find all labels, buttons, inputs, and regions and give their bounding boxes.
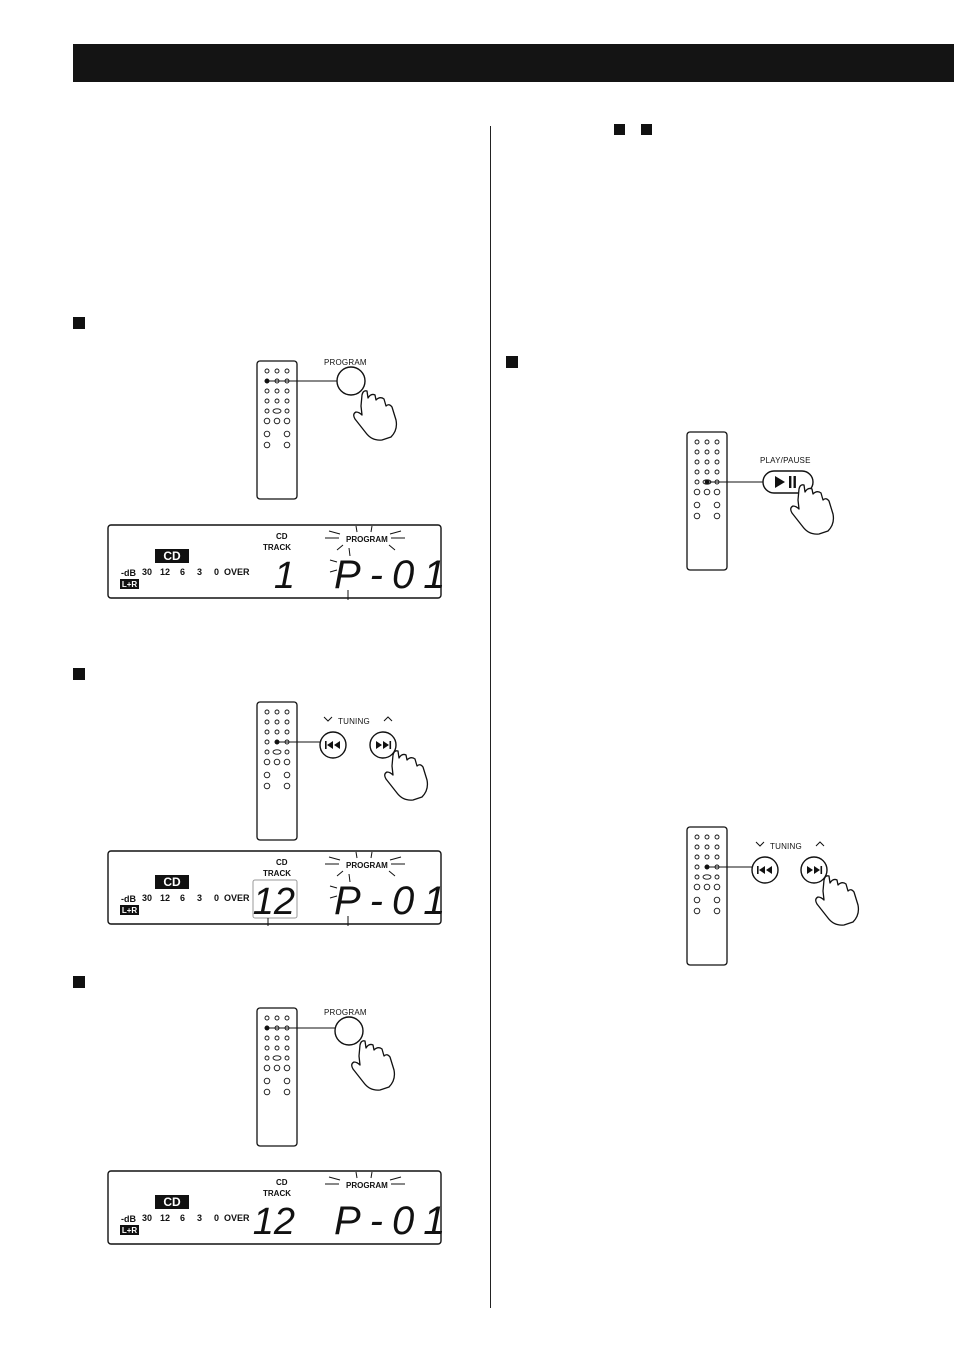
lr-indicator: L+R [122,1226,138,1235]
skip-back-icon [325,741,340,749]
meter-tick: 12 [160,1213,170,1223]
step-marker [73,668,85,680]
program-button[interactable] [334,1016,364,1046]
meter-tick: 30 [142,567,152,577]
column-divider [490,126,491,1308]
blink-rays [325,851,405,926]
pressing-hand-icon [351,1040,396,1091]
cd-track-label: CD [276,1178,288,1187]
meter-tick: 0 [214,567,219,577]
play-pause-label: PLAY/PAUSE [760,456,811,465]
meter-tick: 6 [180,1213,185,1223]
remote-play-pause-figure: PLAY/PAUSE [686,431,835,571]
meter-tick: 3 [197,893,202,903]
remote-tuning-figure-1: TUNING [256,701,429,841]
cd-indicator-text: CD [163,875,181,889]
tuning-up-icon [383,716,393,722]
track-number-readout: 12 [253,881,295,923]
meter-tick: 12 [160,567,170,577]
pressing-hand-icon [790,484,835,535]
step-reference-marker [641,124,652,135]
meter-tick: 3 [197,567,202,577]
section-header-bar [73,44,954,82]
program-indicator: PROGRAM [346,1181,388,1190]
tuning-down-icon [755,841,765,847]
program-indicator: PROGRAM [346,535,388,544]
display-panel-2: CD CD TRACK -dB 30 12 6 3 0 OVER L+R 12 … [107,850,442,926]
meter-tick: 3 [197,1213,202,1223]
over-label: OVER [224,893,250,903]
tuning-up-icon [815,841,825,847]
display-panel-3: CD CD TRACK -dB 30 12 6 3 0 OVER L+R 12 … [107,1170,442,1245]
blink-rays [325,1171,405,1185]
cd-indicator [155,549,189,563]
program-label: PROGRAM [324,1008,367,1017]
track-number-readout: 1 [274,555,295,597]
skip-forward-icon [376,741,392,749]
lr-indicator: L+R [122,906,138,915]
step-marker [73,976,85,988]
tuning-down-icon [323,716,333,722]
db-label: -dB [121,894,136,904]
remote-program-figure: PROGRAM [256,358,398,500]
over-label: OVER [224,1213,250,1223]
program-button[interactable] [336,366,366,396]
program-indicator: PROGRAM [346,861,388,870]
track-label: TRACK [263,1189,291,1198]
cd-indicator [155,1195,189,1209]
program-label: PROGRAM [324,358,367,367]
remote-buttons [263,1015,291,1096]
tuning-label: TUNING [770,842,802,851]
meter-tick: 6 [180,567,185,577]
meter-tick: 30 [142,1213,152,1223]
cd-indicator-text: CD [163,549,181,563]
track-number-readout: 12 [253,1201,295,1243]
blink-rays [325,525,405,600]
remote-buttons [693,439,721,520]
cd-indicator [155,875,189,889]
track-label: TRACK [263,543,291,552]
display-panel-1: CD CD TRACK -dB 30 12 6 3 0 OVER L+R 1 P… [107,524,442,600]
cd-track-label: CD [276,858,288,867]
meter-tick: 0 [214,893,219,903]
skip-back-icon [757,866,772,874]
remote-program-figure-2: PROGRAM [256,1007,396,1147]
meter-tick: 12 [160,893,170,903]
track-label: TRACK [263,869,291,878]
step-marker [73,317,85,329]
cd-indicator-text: CD [163,1195,181,1209]
db-label: -dB [121,1214,136,1224]
cd-track-label: CD [276,532,288,541]
meter-tick: 6 [180,893,185,903]
over-label: OVER [224,567,250,577]
program-step-readout: P-01 [334,553,442,597]
step-reference-marker [614,124,625,135]
db-label: -dB [121,568,136,578]
play-pause-button[interactable] [762,470,814,494]
tuning-label: TUNING [338,717,370,726]
program-step-readout: P-01 [334,879,442,923]
meter-tick: 30 [142,893,152,903]
track-highlight-box [252,879,298,919]
play-pause-icon [775,476,796,488]
meter-tick: 0 [214,1213,219,1223]
lr-indicator: L+R [122,580,138,589]
pressing-hand-icon [815,875,860,926]
remote-buttons [263,709,291,790]
program-step-readout: P-01 [334,1199,442,1243]
pressing-hand-icon [353,390,398,441]
pressing-hand-icon [384,750,429,801]
skip-forward-icon [807,866,823,874]
remote-tuning-figure-2: TUNING [686,826,860,966]
step-marker [506,356,518,368]
